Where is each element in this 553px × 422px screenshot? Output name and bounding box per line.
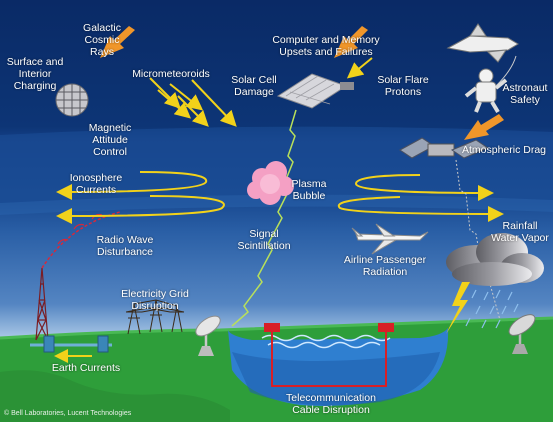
water-dark [232, 352, 440, 406]
ionosphere-arrow-right-upper [355, 174, 494, 201]
label-radio-wave-disturbance: Radio Wave Disturbance [96, 234, 154, 258]
plasma-bubble [247, 161, 294, 205]
label-micrometeoroids: Micrometeoroids [132, 68, 210, 80]
micrometeoroid-arrow-3 [169, 83, 204, 111]
lightning-bolt [446, 282, 470, 334]
water-waves [261, 334, 391, 349]
computer-upset-arrow [334, 26, 368, 58]
storm-cloud [446, 233, 544, 286]
label-solar-flare-protons: Solar Flare Protons [377, 74, 429, 98]
micrometeoroid-arrow-2 [157, 89, 192, 119]
telecom-cable [271, 332, 387, 387]
drag-satellite [399, 137, 490, 159]
label-atmospheric-drag: Atmospheric Drag [461, 144, 547, 156]
ground-dish-right [508, 314, 536, 354]
land-bottom-left [0, 370, 230, 422]
label-electricity-grid-disruption: Electricity Grid Disruption [121, 288, 189, 312]
micrometeoroid-arrow-1 [149, 77, 181, 109]
label-plasma-bubble: Plasma Bubble [291, 178, 327, 202]
label-magnetic-attitude-control: Magnetic Attitude Control [88, 122, 132, 158]
atmospheric-drag-arrow [464, 114, 504, 140]
label-rainfall-water-vapor: Rainfall Water Vapor [491, 220, 549, 244]
label-galactic-cosmic-rays: Galactic Cosmic Rays [83, 22, 121, 58]
label-computer-memory-upsets: Computer and Memory Upsets and Failures [272, 34, 380, 58]
label-airline-passenger-radiation: Airline Passenger Radiation [343, 254, 427, 278]
radio-wave-arc-1 [57, 238, 69, 245]
label-telecom-cable-disruption: Telecommunication Cable Disruption [286, 392, 376, 416]
ionosphere-arrow-right-lower [337, 196, 504, 222]
ionosphere-arrow-upper [56, 171, 208, 200]
cable-terminal-right [378, 323, 394, 332]
label-solar-cell-damage: Solar Cell Damage [231, 74, 277, 98]
label-astronaut-safety: Astronaut Safety [502, 82, 548, 106]
label-surface-interior-charging: Surface and Interior Charging [6, 56, 64, 92]
cable-terminal-left [264, 323, 280, 332]
rain [465, 289, 519, 329]
cosmic-ray-arrow [100, 26, 135, 58]
ground-dish-left [195, 315, 221, 356]
astronaut [464, 68, 508, 114]
ionosphere-arrow-lower [56, 195, 225, 224]
label-signal-scintillation: Signal Scintillation [237, 228, 291, 252]
micrometeoroid-arrow-5 [191, 79, 237, 127]
solar-flare-arrow [346, 57, 373, 79]
signal-path [231, 109, 297, 327]
astronaut-tether [495, 55, 517, 87]
label-earth-currents: Earth Currents [51, 362, 121, 374]
pipeline [30, 335, 112, 353]
airplane [351, 223, 429, 255]
solar-panel-satellite [276, 73, 354, 109]
micrometeoroid-arrow-4 [177, 95, 209, 127]
label-ionosphere-currents: Ionosphere Currents [69, 172, 123, 196]
attitude-satellite [55, 83, 89, 117]
electricity-grid-pylons [125, 299, 185, 335]
space-shuttle [446, 23, 519, 63]
radio-wave-arc-2 [73, 223, 85, 230]
lower-atmosphere-band [0, 194, 553, 215]
copyright-credit: © Bell Laboratories, Lucent Technologies [4, 410, 132, 417]
